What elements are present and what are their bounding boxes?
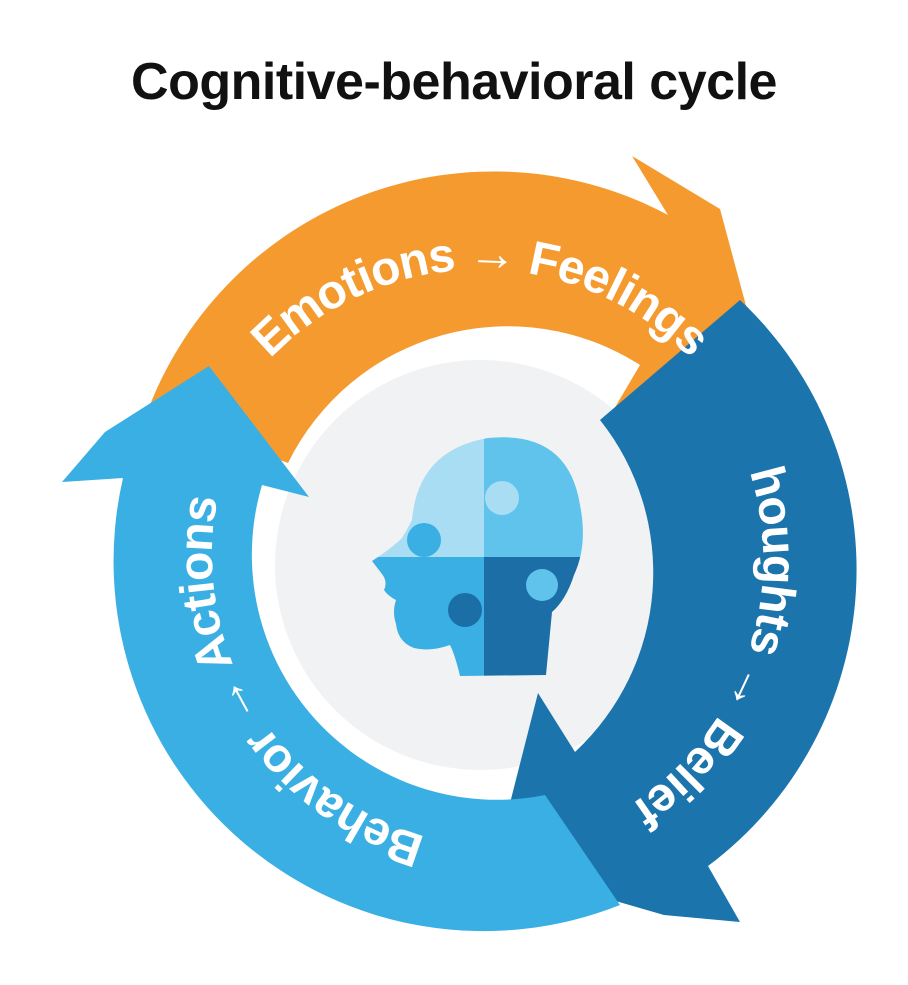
puzzle-knob-right	[526, 569, 558, 601]
puzzle-knob-bottom	[448, 593, 482, 627]
puzzle-knob-top	[485, 481, 519, 515]
emotions-arrow	[148, 156, 766, 463]
puzzle-knob-left	[407, 523, 441, 557]
thoughts-arrow	[494, 300, 857, 922]
behavior-arrow	[62, 366, 620, 932]
diagram-title: Cognitive-behavioral cycle	[131, 53, 777, 111]
